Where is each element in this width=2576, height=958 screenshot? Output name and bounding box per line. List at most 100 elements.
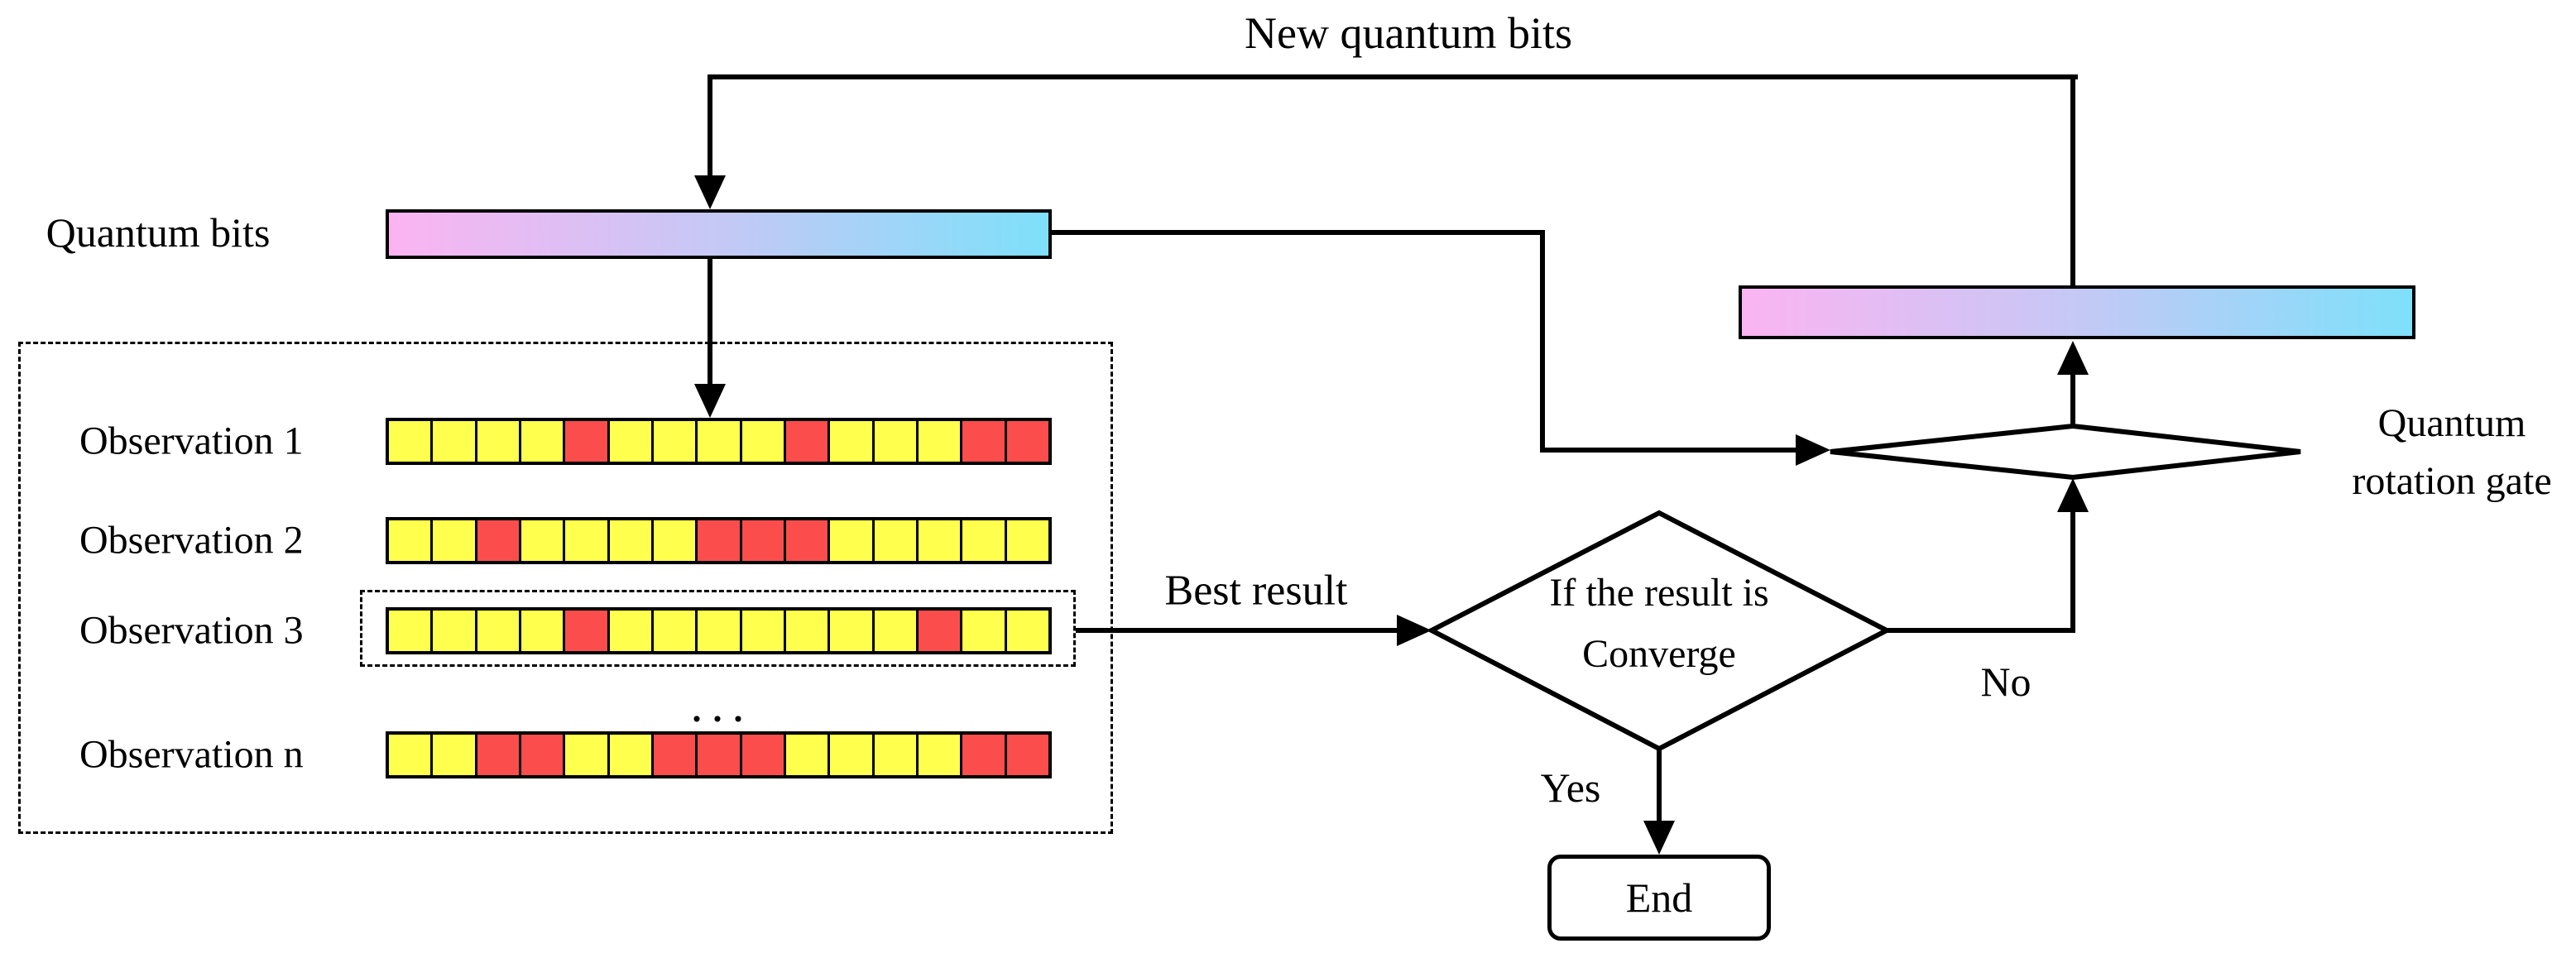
- arrowhead-into-rotation-bottom: [2057, 478, 2089, 512]
- bit-cell-red: [1006, 421, 1048, 462]
- bit-cell-yellow: [433, 611, 477, 651]
- bit-cell-yellow: [389, 611, 434, 651]
- bit-cell-red: [962, 735, 1007, 775]
- bit-cell-yellow: [698, 421, 742, 462]
- no-v-line: [2070, 506, 2075, 633]
- bit-cell-yellow: [653, 520, 698, 561]
- bit-cell-yellow: [520, 520, 566, 561]
- bit-cell-yellow: [962, 611, 1007, 651]
- arrowhead-into-new-bar: [2057, 341, 2089, 375]
- decision-label-line2: Converge: [1582, 632, 1736, 676]
- bar-to-rotation-h2-line: [1540, 448, 1801, 453]
- bit-cell-yellow: [609, 421, 654, 462]
- bit-cell-yellow: [609, 735, 654, 775]
- observation-1-label: Observation 1: [79, 419, 304, 463]
- bit-cell-red: [565, 611, 610, 651]
- quantum-bits-bar: [386, 209, 1052, 259]
- arrowhead-into-decision: [1397, 615, 1432, 646]
- quantum-rotation-gate-label: Quantum rotation gate: [2352, 395, 2551, 510]
- bit-cell-yellow: [520, 421, 566, 462]
- no-h-line: [1887, 628, 2075, 633]
- bit-cell-yellow: [389, 520, 434, 561]
- observation-n-label: Observation n: [79, 732, 304, 777]
- bit-cell-yellow: [565, 735, 610, 775]
- bit-cell-yellow: [1006, 611, 1048, 651]
- bit-cell-yellow: [477, 611, 521, 651]
- bit-cell-red: [520, 735, 566, 775]
- arrowhead-into-rotation-left: [1796, 434, 1830, 466]
- bit-cell-yellow: [565, 520, 610, 561]
- bit-cell-red: [785, 421, 831, 462]
- quantum-bits-label: Quantum bits: [46, 209, 271, 256]
- bit-cell-yellow: [785, 735, 831, 775]
- best-result-label: Best result: [1164, 567, 1348, 615]
- observations-group-box: [18, 342, 1113, 834]
- bit-cell-red: [962, 421, 1007, 462]
- bit-cell-yellow: [698, 611, 742, 651]
- no-label: No: [1980, 659, 2032, 705]
- bit-cell-yellow: [962, 520, 1007, 561]
- observation-3-row: [386, 607, 1052, 654]
- bit-cell-red: [477, 520, 521, 561]
- observations-ellipsis: ...: [690, 677, 753, 732]
- bit-cell-yellow: [609, 611, 654, 651]
- observation-2-label: Observation 2: [79, 518, 304, 563]
- bit-cell-red: [785, 520, 831, 561]
- bit-cell-red: [698, 735, 742, 775]
- bit-cell-red: [653, 735, 698, 775]
- bit-cell-yellow: [1006, 520, 1048, 561]
- observation-2-row: [386, 517, 1052, 564]
- bit-cell-yellow: [433, 735, 477, 775]
- yes-label: Yes: [1540, 764, 1601, 811]
- bit-cell-red: [741, 735, 786, 775]
- bit-cell-yellow: [653, 421, 698, 462]
- bit-cell-yellow: [874, 421, 919, 462]
- rotation-label-line2: rotation gate: [2352, 459, 2552, 503]
- feedback-left-drop-line: [708, 74, 712, 180]
- bit-cell-red: [741, 520, 786, 561]
- decision-label-line1: If the result is: [1549, 571, 1769, 615]
- bit-cell-red: [918, 611, 963, 651]
- bit-cell-yellow: [477, 421, 521, 462]
- bit-cell-yellow: [918, 421, 963, 462]
- bar-to-rotation-h-line: [1052, 230, 1545, 235]
- bar-to-rotation-v-line: [1540, 230, 1545, 453]
- arrowhead-into-observations: [694, 384, 726, 418]
- arrowhead-into-quantum-bits: [694, 175, 726, 209]
- feedback-right-drop-line: [2070, 74, 2075, 288]
- bit-cell-yellow: [741, 611, 786, 651]
- bit-cell-red: [477, 735, 521, 775]
- bit-cell-red: [1006, 735, 1048, 775]
- best-result-line: [1076, 628, 1400, 633]
- new-quantum-bits-label: New quantum bits: [1245, 8, 1572, 58]
- bit-cell-red: [698, 520, 742, 561]
- quantum-rotation-gate-diamond: [1830, 423, 2301, 481]
- bit-cell-yellow: [785, 611, 831, 651]
- bit-cell-yellow: [918, 520, 963, 561]
- bit-cell-yellow: [609, 520, 654, 561]
- bit-cell-yellow: [874, 611, 919, 651]
- bit-cell-yellow: [874, 520, 919, 561]
- bit-cell-yellow: [830, 611, 875, 651]
- bit-cell-yellow: [830, 520, 875, 561]
- new-quantum-bits-bar: [1739, 285, 2415, 339]
- rotation-to-bar-line: [2070, 371, 2075, 429]
- end-node: End: [1547, 855, 1771, 941]
- bit-cell-yellow: [653, 611, 698, 651]
- bit-cell-yellow: [389, 421, 434, 462]
- best-observation-box: [360, 590, 1076, 667]
- observation-n-row: [386, 731, 1052, 778]
- observation-1-row: [386, 418, 1052, 465]
- rotation-label-line1: Quantum: [2377, 401, 2526, 445]
- arrowhead-into-end: [1643, 821, 1675, 855]
- bit-cell-yellow: [433, 520, 477, 561]
- feedback-top-line: [708, 74, 2078, 79]
- bit-cell-yellow: [389, 735, 434, 775]
- bit-cell-yellow: [520, 611, 566, 651]
- bit-cell-yellow: [433, 421, 477, 462]
- end-label: End: [1625, 874, 1693, 921]
- observation-3-label: Observation 3: [79, 608, 304, 653]
- decision-label: If the result is Converge: [1549, 563, 1768, 685]
